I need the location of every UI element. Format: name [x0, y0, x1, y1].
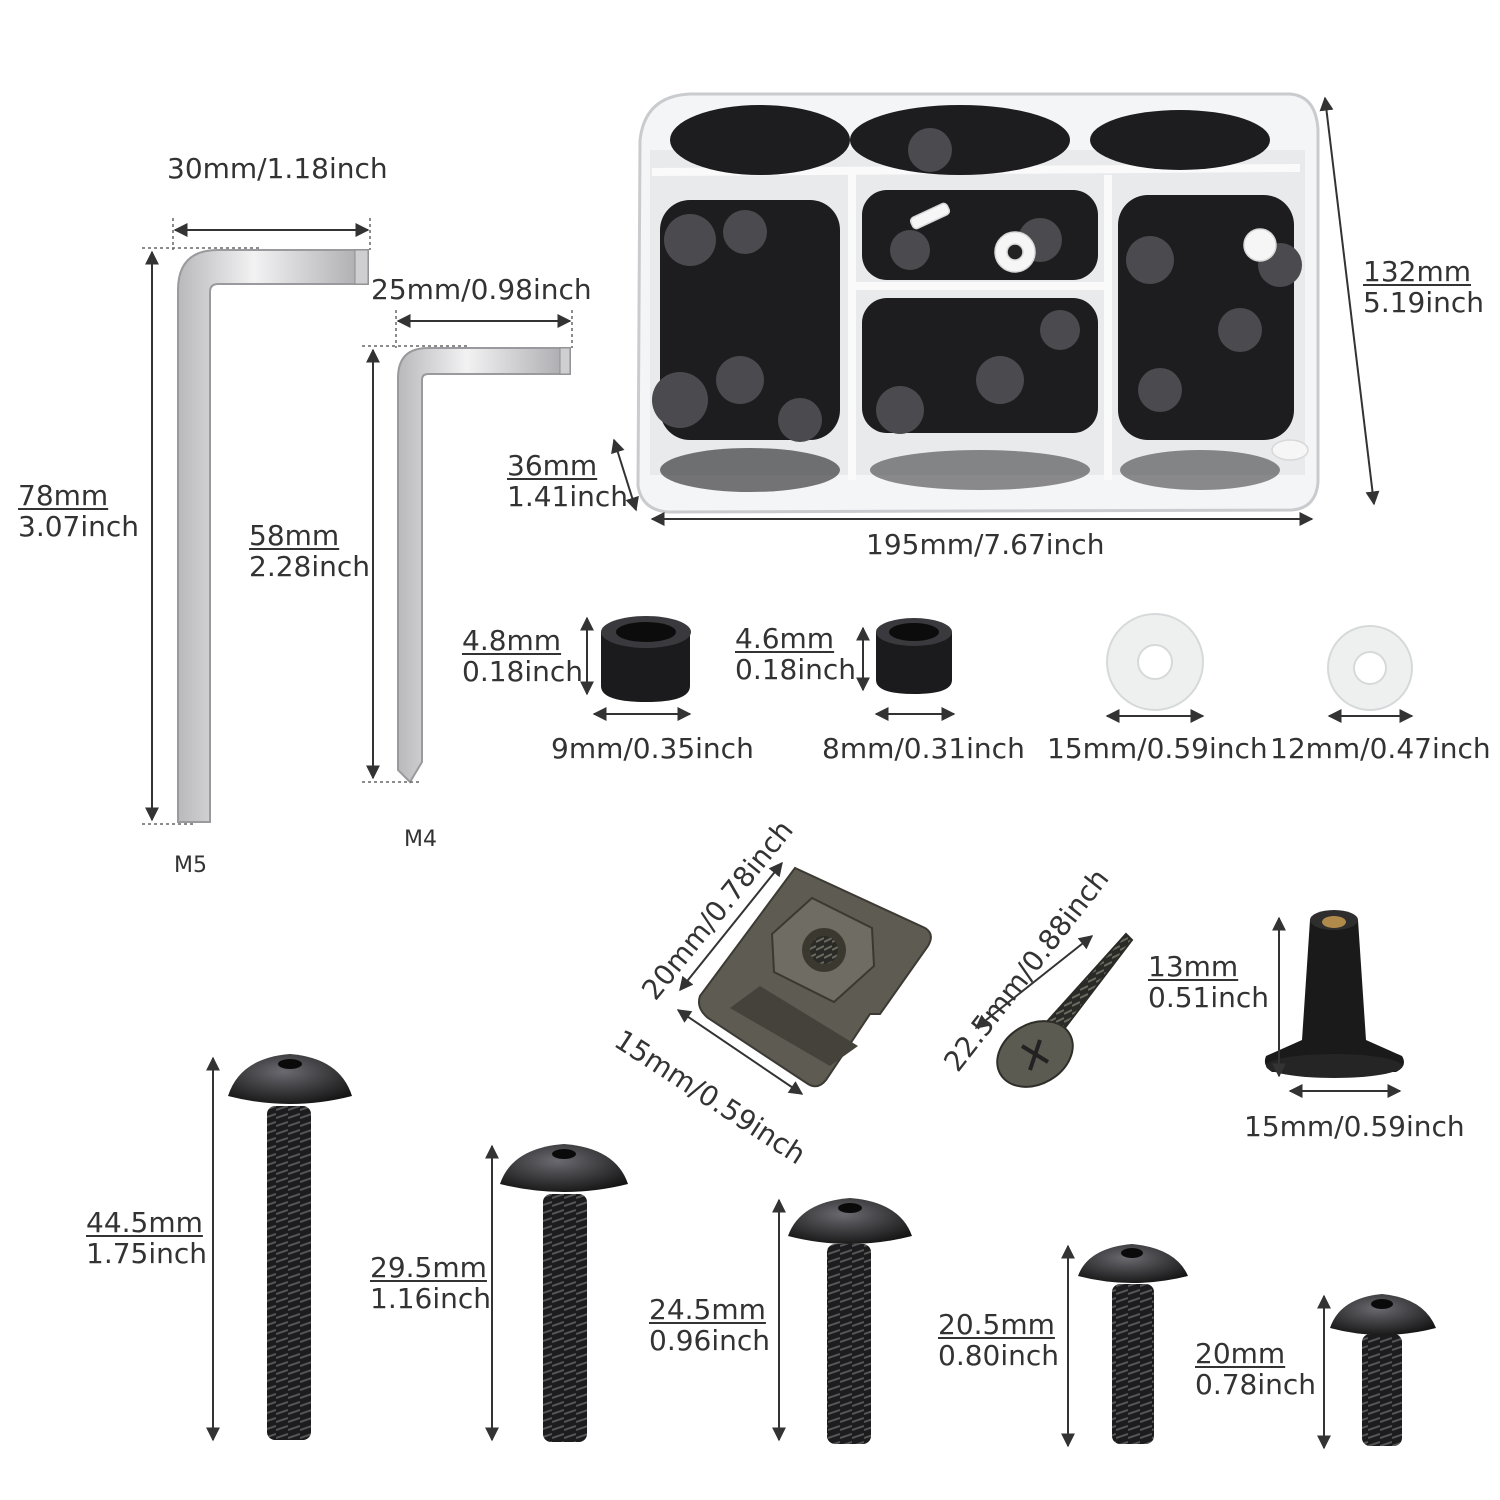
bolt-20mm	[1330, 1294, 1436, 1446]
well-nut-height-mm: 13mm	[1148, 950, 1239, 983]
hex-key-m4	[397, 347, 571, 784]
hex-key-m4-size-label: M4	[404, 827, 437, 852]
storage-box-depth-label: 36mm 1.41inch	[507, 450, 628, 512]
bolt-44-5mm-length-in: 1.75inch	[86, 1237, 208, 1270]
bolt-20-5mm-length-mm: 20.5mm	[938, 1308, 1055, 1341]
rubber-well-nut	[1264, 910, 1404, 1078]
hex-key-m4-length-dimension	[362, 345, 470, 783]
bolt-29-5mm-length-label: 29.5mm 1.16inch	[370, 1252, 491, 1314]
spacer-8mm	[876, 618, 952, 694]
spacer-8mm-height-in: 0.18inch	[735, 653, 857, 686]
bolt-44-5mm-length-mm: 44.5mm	[86, 1206, 203, 1239]
spacer-9mm-height-in: 0.18inch	[462, 655, 584, 688]
hex-key-m4-width-label: 25mm/0.98inch	[371, 273, 592, 306]
storage-box-depth-mm: 36mm	[507, 449, 598, 482]
bolt-20mm-length-mm: 20mm	[1195, 1337, 1286, 1370]
bolt-24-5mm-length-in: 0.96inch	[649, 1324, 771, 1357]
spacer-8mm-diameter-label: 8mm/0.31inch	[822, 732, 1025, 765]
washer-12mm-diameter-label: 12mm/0.47inch	[1270, 732, 1491, 765]
hex-key-m5-length-label: 78mm 3.07inch	[18, 480, 139, 542]
bolt-24-5mm-length-label: 24.5mm 0.96inch	[649, 1294, 770, 1356]
u-nut-width-dimension	[676, 1009, 804, 1095]
hex-key-m4-length-in: 2.28inch	[249, 550, 371, 583]
spacer-8mm-height-label: 4.6mm 0.18inch	[735, 623, 856, 685]
hex-key-m5-length-mm: 78mm	[18, 479, 109, 512]
spacer-9mm-height-label: 4.8mm 0.18inch	[462, 625, 583, 687]
hex-key-m4-width-dimension	[395, 310, 573, 348]
storage-box	[636, 92, 1320, 514]
spacer-9mm-height-mm: 4.8mm	[462, 624, 562, 657]
hex-key-m5-width-label: 30mm/1.18inch	[167, 152, 388, 185]
bolt-24-5mm-length-mm: 24.5mm	[649, 1293, 766, 1326]
well-nut-diameter-label: 15mm/0.59inch	[1244, 1110, 1465, 1143]
storage-box-height-label: 132mm 5.19inch	[1363, 256, 1484, 318]
storage-box-depth-in: 1.41inch	[507, 480, 629, 513]
hex-key-m5-length-in: 3.07inch	[18, 510, 140, 543]
hex-key-m4-length-label: 58mm 2.28inch	[249, 520, 370, 582]
bolt-29-5mm-length-mm: 29.5mm	[370, 1251, 487, 1284]
spacer-8mm-height-mm: 4.6mm	[735, 622, 835, 655]
spacer-9mm	[601, 616, 691, 702]
well-nut-height-label: 13mm 0.51inch	[1148, 951, 1269, 1013]
hex-key-m5-size-label: M5	[174, 853, 207, 878]
nylon-washer-12mm	[1327, 625, 1413, 711]
bolt-24-5mm	[788, 1198, 912, 1444]
hex-key-m5-length-dimension	[142, 247, 262, 825]
storage-box-height-dimension	[1319, 96, 1380, 506]
hex-key-m4-length-mm: 58mm	[249, 519, 340, 552]
tapping-screw-length-dimension	[974, 935, 1094, 1029]
u-nut-length-dimension	[679, 861, 783, 992]
bolt-20mm-length-label: 20mm 0.78inch	[1195, 1338, 1316, 1400]
bolt-20-5mm-length-in: 0.80inch	[938, 1339, 1060, 1372]
bolt-44-5mm-length-label: 44.5mm 1.75inch	[86, 1207, 207, 1269]
spacer-9mm-diameter-label: 9mm/0.35inch	[551, 732, 754, 765]
washer-15mm-diameter-label: 15mm/0.59inch	[1047, 732, 1268, 765]
hex-key-m5	[177, 249, 369, 823]
storage-box-height-mm: 132mm	[1363, 255, 1471, 288]
well-nut-height-in: 0.51inch	[1148, 981, 1270, 1014]
bolt-20-5mm-length-label: 20.5mm 0.80inch	[938, 1309, 1059, 1371]
bolt-20mm-length-in: 0.78inch	[1195, 1368, 1317, 1401]
nylon-washer-15mm	[1106, 613, 1204, 711]
hex-key-m5-width-dimension	[172, 218, 371, 250]
bolt-29-5mm	[500, 1144, 628, 1442]
bolt-29-5mm-length-in: 1.16inch	[370, 1282, 492, 1315]
storage-box-height-in: 5.19inch	[1363, 286, 1485, 319]
bolt-20-5mm	[1078, 1244, 1188, 1444]
storage-box-width-label: 195mm/7.67inch	[866, 528, 1105, 561]
storage-box-depth-dimension	[611, 438, 639, 512]
bolt-44-5mm	[228, 1054, 352, 1440]
